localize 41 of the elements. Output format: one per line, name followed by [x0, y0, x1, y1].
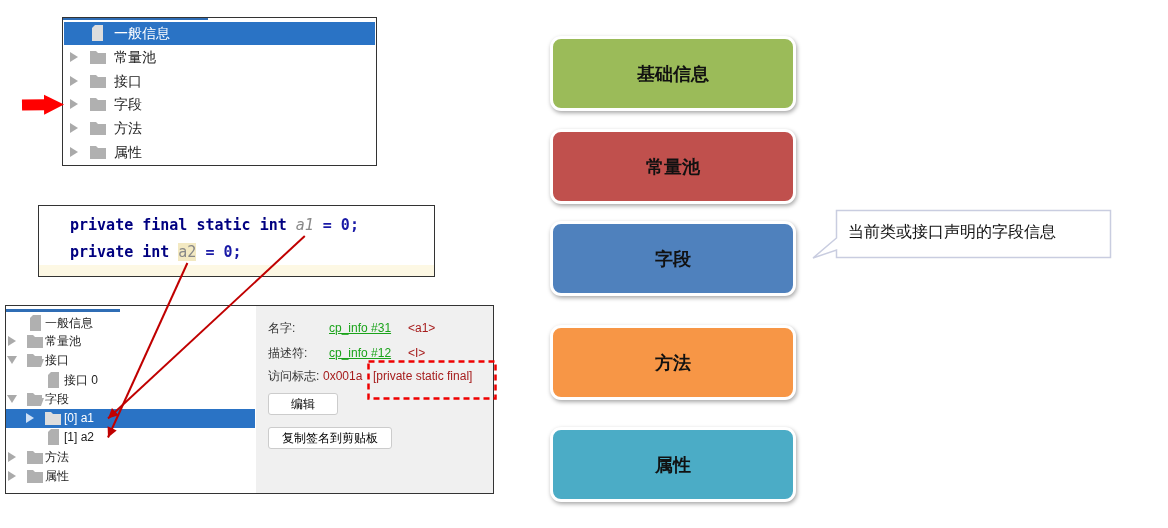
constant-pool-link: cp_info #12 [329, 345, 392, 361]
tree-item-label: 字段 [114, 96, 142, 113]
field-property-label: 访问标志: [268, 368, 320, 384]
field-value: [private static final] [373, 368, 473, 384]
category-box: 方法 [550, 325, 796, 400]
category-box: 基础信息 [550, 36, 796, 111]
tree-item-label: 方法 [114, 119, 142, 137]
code-keywords: private int [70, 243, 170, 261]
code-identifier: a2 [178, 243, 197, 261]
code-keywords: private final static int [70, 216, 287, 234]
arrow [107, 262, 189, 439]
block-arrow [21, 94, 64, 115]
tree-item-label: 方法 [45, 449, 69, 465]
action-button: 复制签名到剪贴板 [268, 427, 392, 449]
action-button: 编辑 [268, 393, 338, 415]
field-value: <I> [408, 345, 426, 361]
tree-item-label: 常量池 [45, 333, 81, 349]
tree-item-label: 接口 0 [64, 372, 98, 388]
field-value: <a1> [408, 320, 436, 336]
tree-item-label: 一般信息 [114, 24, 170, 42]
field-property-label: 描述符: [268, 345, 308, 361]
category-box: 属性 [550, 427, 796, 502]
field-value: 0x001a [323, 368, 363, 384]
tree-item-label: 接口 [114, 72, 142, 90]
tree-item-label: 常量池 [114, 48, 156, 66]
category-box: 字段 [550, 221, 796, 296]
code-identifier: a1 [295, 216, 314, 234]
tree-item-label: 属性 [114, 143, 142, 161]
code-value: = 0; [322, 216, 359, 234]
arrow [107, 235, 306, 420]
tree-item-label: 接口 [45, 352, 69, 368]
constant-pool-link: cp_info #31 [329, 320, 392, 336]
field-property-label: 名字: [268, 320, 296, 336]
tree-item-label: [0] a1 [64, 411, 95, 426]
tree-item-label: 一般信息 [45, 315, 93, 331]
tree-item-label: [1] a2 [64, 430, 95, 445]
category-box: 常量池 [550, 129, 796, 204]
tree-item-label: 字段 [45, 391, 69, 407]
code-value: = 0; [205, 243, 242, 261]
tree-item-label: 属性 [45, 468, 69, 484]
callout-text: 当前类或接口声明的字段信息 [848, 222, 1056, 242]
